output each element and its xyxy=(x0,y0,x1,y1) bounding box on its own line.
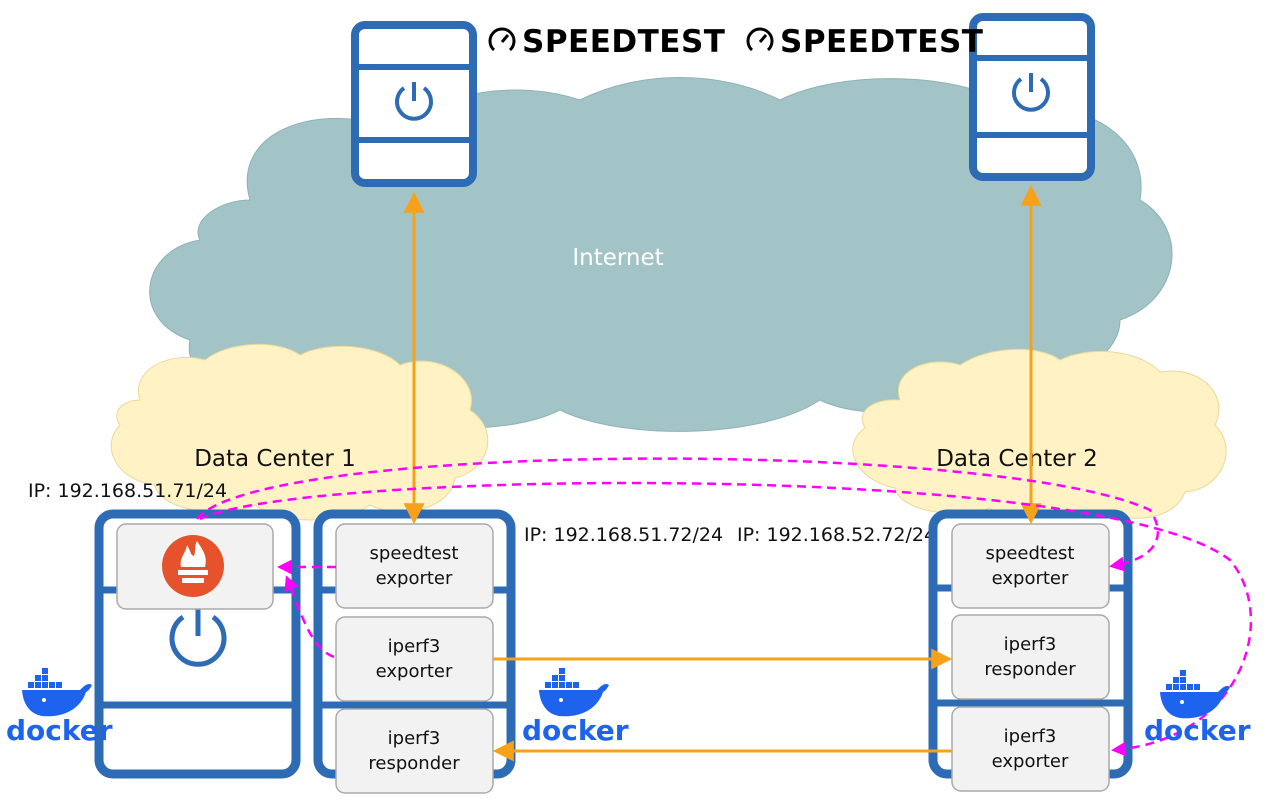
svg-text:exporter: exporter xyxy=(376,661,453,682)
docker-label: docker xyxy=(522,714,629,747)
gauge-icon xyxy=(746,27,774,52)
dc2-iperf3-exporter-box: iperf3 exporter xyxy=(951,706,1110,792)
speedtest-links xyxy=(403,184,1042,525)
dc1-speedtest-exporter-box: speedtest exporter xyxy=(335,523,494,609)
speedtest-logo-2: SPEEDTEST xyxy=(746,24,983,60)
svg-text:iperf3: iperf3 xyxy=(388,636,441,657)
speedtest-brand: SPEEDTEST xyxy=(522,24,725,60)
svg-text:iperf3: iperf3 xyxy=(388,728,441,749)
dc2-cloud xyxy=(852,348,1227,524)
power-icon xyxy=(1012,73,1050,112)
power-icon xyxy=(395,82,433,121)
dc2-title: Data Center 2 xyxy=(936,446,1098,472)
dc1-iperf3-responder-box: iperf3 responder xyxy=(335,708,494,794)
iperf3-links xyxy=(492,648,953,762)
docker-label: docker xyxy=(1144,714,1251,747)
svg-text:responder: responder xyxy=(984,659,1076,680)
svg-text:speedtest: speedtest xyxy=(370,543,459,564)
dc1-prometheus-server xyxy=(94,509,301,779)
dc1-server-ip: IP: 192.168.51.72/24 xyxy=(524,524,723,546)
svg-text:iperf3: iperf3 xyxy=(1004,634,1057,655)
dc1-cloud xyxy=(110,343,489,521)
docker-whale-icon xyxy=(1160,670,1230,719)
dc1-iperf3-exporter-box: iperf3 exporter xyxy=(335,616,494,702)
dc2-speedtest-exporter-box: speedtest exporter xyxy=(951,523,1110,609)
dc2-server: speedtest exporter iperf3 responder iper… xyxy=(928,509,1133,792)
speedtest-brand: SPEEDTEST xyxy=(780,24,983,60)
svg-text:exporter: exporter xyxy=(992,751,1069,772)
docker-logo-1: docker xyxy=(6,668,113,747)
svg-text:exporter: exporter xyxy=(376,568,453,589)
speedtest-server-2 xyxy=(969,13,1095,181)
docker-logo-2: docker xyxy=(522,668,629,747)
svg-text:iperf3: iperf3 xyxy=(1004,726,1057,747)
scrape-dc2-iperf3 xyxy=(199,481,1253,757)
speedtest-logo-1: SPEEDTEST xyxy=(488,24,725,60)
dc1-exporter-server: speedtest exporter iperf3 exporter iperf… xyxy=(313,509,516,794)
dc1-title: Data Center 1 xyxy=(194,446,356,472)
gauge-icon xyxy=(488,27,516,52)
dc2-server-ip: IP: 192.168.52.72/24 xyxy=(737,524,936,546)
scrape-dc1-iperf3 xyxy=(284,575,335,659)
prometheus-icon xyxy=(162,535,224,597)
power-icon xyxy=(169,608,227,667)
docker-whale-icon xyxy=(539,668,609,717)
internet-label: Internet xyxy=(572,245,663,271)
speedtest-server-1 xyxy=(351,21,477,187)
dc2-iperf3-responder-box: iperf3 responder xyxy=(951,614,1110,700)
svg-text:speedtest: speedtest xyxy=(986,543,1075,564)
svg-text:responder: responder xyxy=(368,753,460,774)
svg-text:exporter: exporter xyxy=(992,568,1069,589)
scrape-links xyxy=(196,457,1253,757)
docker-label: docker xyxy=(6,714,113,747)
dc1-prometheus-ip: IP: 192.168.51.71/24 xyxy=(28,480,227,502)
scrape-dc2-speedtest xyxy=(196,457,1160,572)
docker-whale-icon xyxy=(22,668,92,717)
docker-logo-3: docker xyxy=(1144,670,1251,747)
